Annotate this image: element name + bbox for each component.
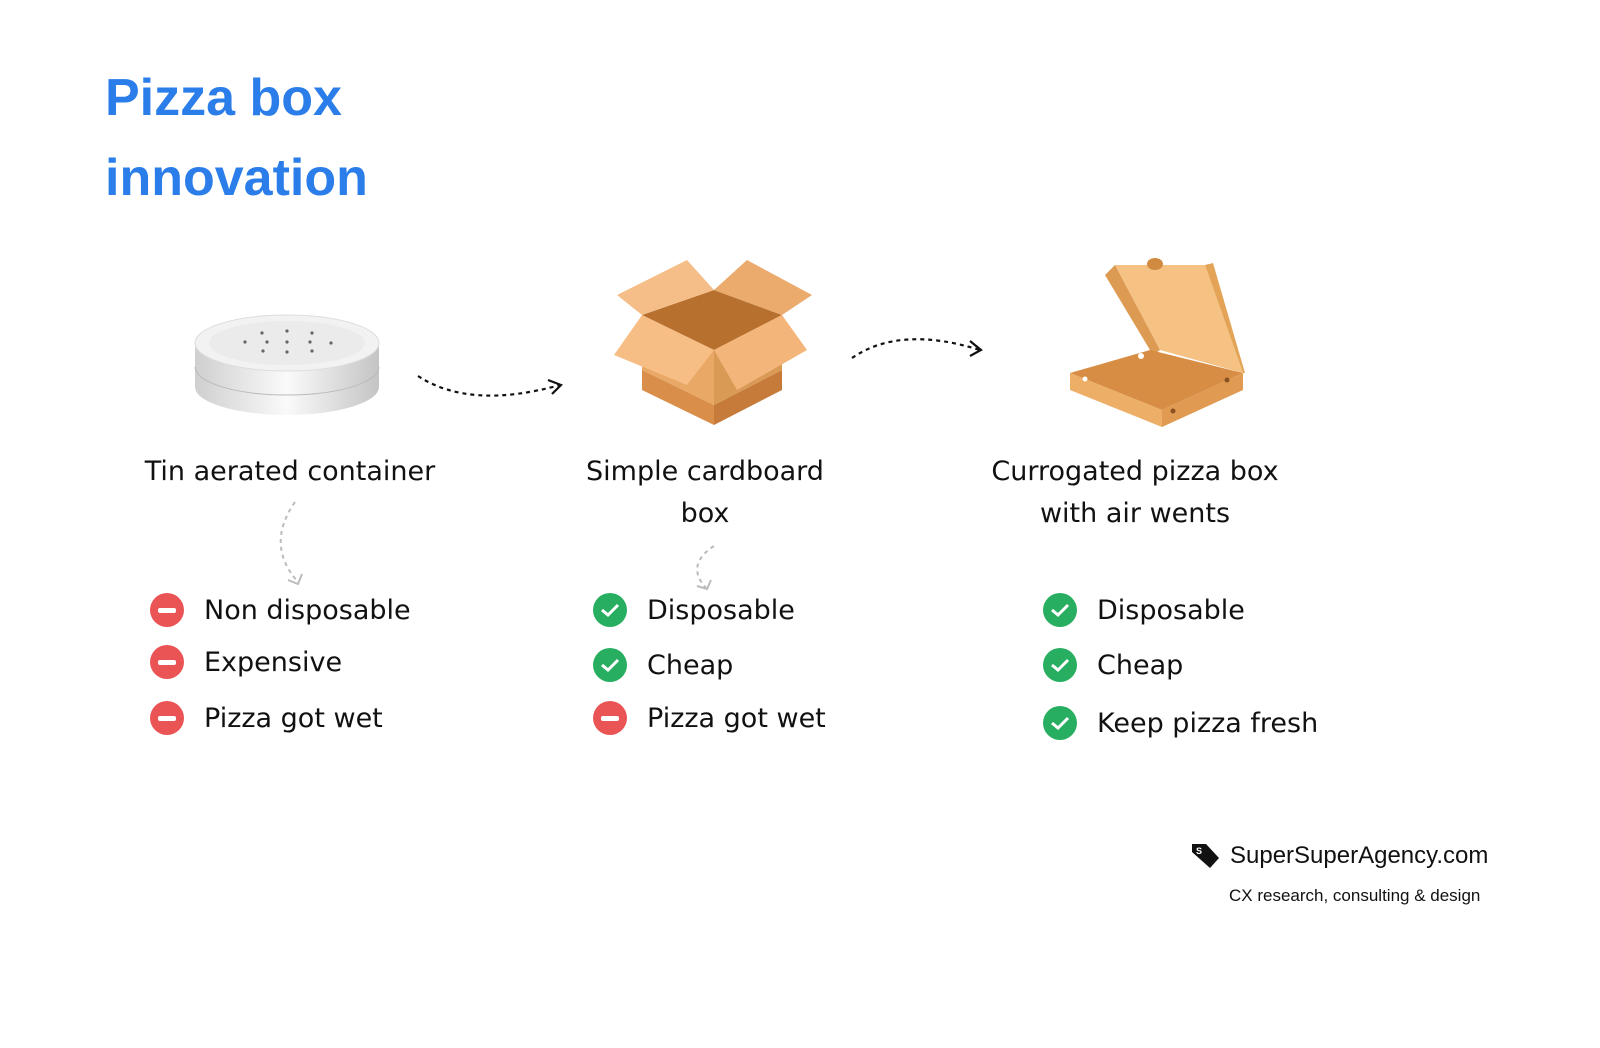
title-line-2: innovation: [105, 149, 368, 207]
check-icon: [593, 648, 627, 682]
label-line: Simple cardboard: [586, 456, 824, 487]
feature-text: Disposable: [647, 594, 795, 626]
feature-text: Pizza got wet: [204, 702, 383, 734]
feature-text: Non disposable: [204, 594, 411, 626]
feature-item: Cheap: [1043, 648, 1183, 682]
feature-item: Expensive: [150, 645, 342, 679]
check-icon: [1043, 593, 1077, 627]
feature-item: Pizza got wet: [593, 701, 826, 735]
minus-icon: [150, 701, 184, 735]
stage-label-tin: Tin aerated container: [144, 456, 436, 487]
label-line: Currogated pizza box: [991, 456, 1279, 487]
check-icon: [593, 593, 627, 627]
feature-item: Pizza got wet: [150, 701, 383, 735]
pizza-box-image: [1070, 258, 1245, 427]
arrow-icon: [851, 338, 981, 359]
stage-label-cardboard: Simple cardboard box: [540, 451, 870, 535]
brand-name: SuperSuperAgency.com: [1230, 842, 1489, 869]
feature-item: Disposable: [593, 593, 795, 627]
feature-text: Expensive: [204, 646, 343, 678]
page-title: Pizza box innovation: [105, 58, 368, 218]
check-icon: [1043, 648, 1077, 682]
brand-tagline: CX research, consulting & design: [1229, 886, 1481, 905]
title-line-1: Pizza box: [105, 69, 342, 127]
cardboard-box-image: [614, 260, 812, 425]
check-icon: [1043, 706, 1077, 740]
price-tag-logo-icon: S: [1192, 844, 1219, 868]
arrow-icon: [417, 375, 561, 397]
label-line: with air wents: [1039, 498, 1231, 529]
feature-text: Disposable: [1097, 594, 1245, 626]
feature-text: Pizza got wet: [647, 702, 826, 734]
feature-text: Cheap: [647, 649, 734, 681]
svg-text:S: S: [1196, 846, 1202, 856]
stage-label-pizza-box: Currogated pizza box with air wents: [960, 451, 1310, 535]
minus-icon: [150, 645, 184, 679]
feature-item: Non disposable: [150, 593, 411, 627]
brand: S SuperSuperAgency.com: [1192, 842, 1488, 870]
feature-item: Keep pizza fresh: [1043, 706, 1318, 740]
minus-icon: [593, 701, 627, 735]
label-line: box: [680, 498, 730, 529]
feature-text: Keep pizza fresh: [1097, 707, 1319, 739]
feature-text: Cheap: [1097, 649, 1184, 681]
tin-container-image: [194, 314, 380, 415]
feature-item: Cheap: [593, 648, 733, 682]
minus-icon: [150, 593, 184, 627]
feature-item: Disposable: [1043, 593, 1245, 627]
